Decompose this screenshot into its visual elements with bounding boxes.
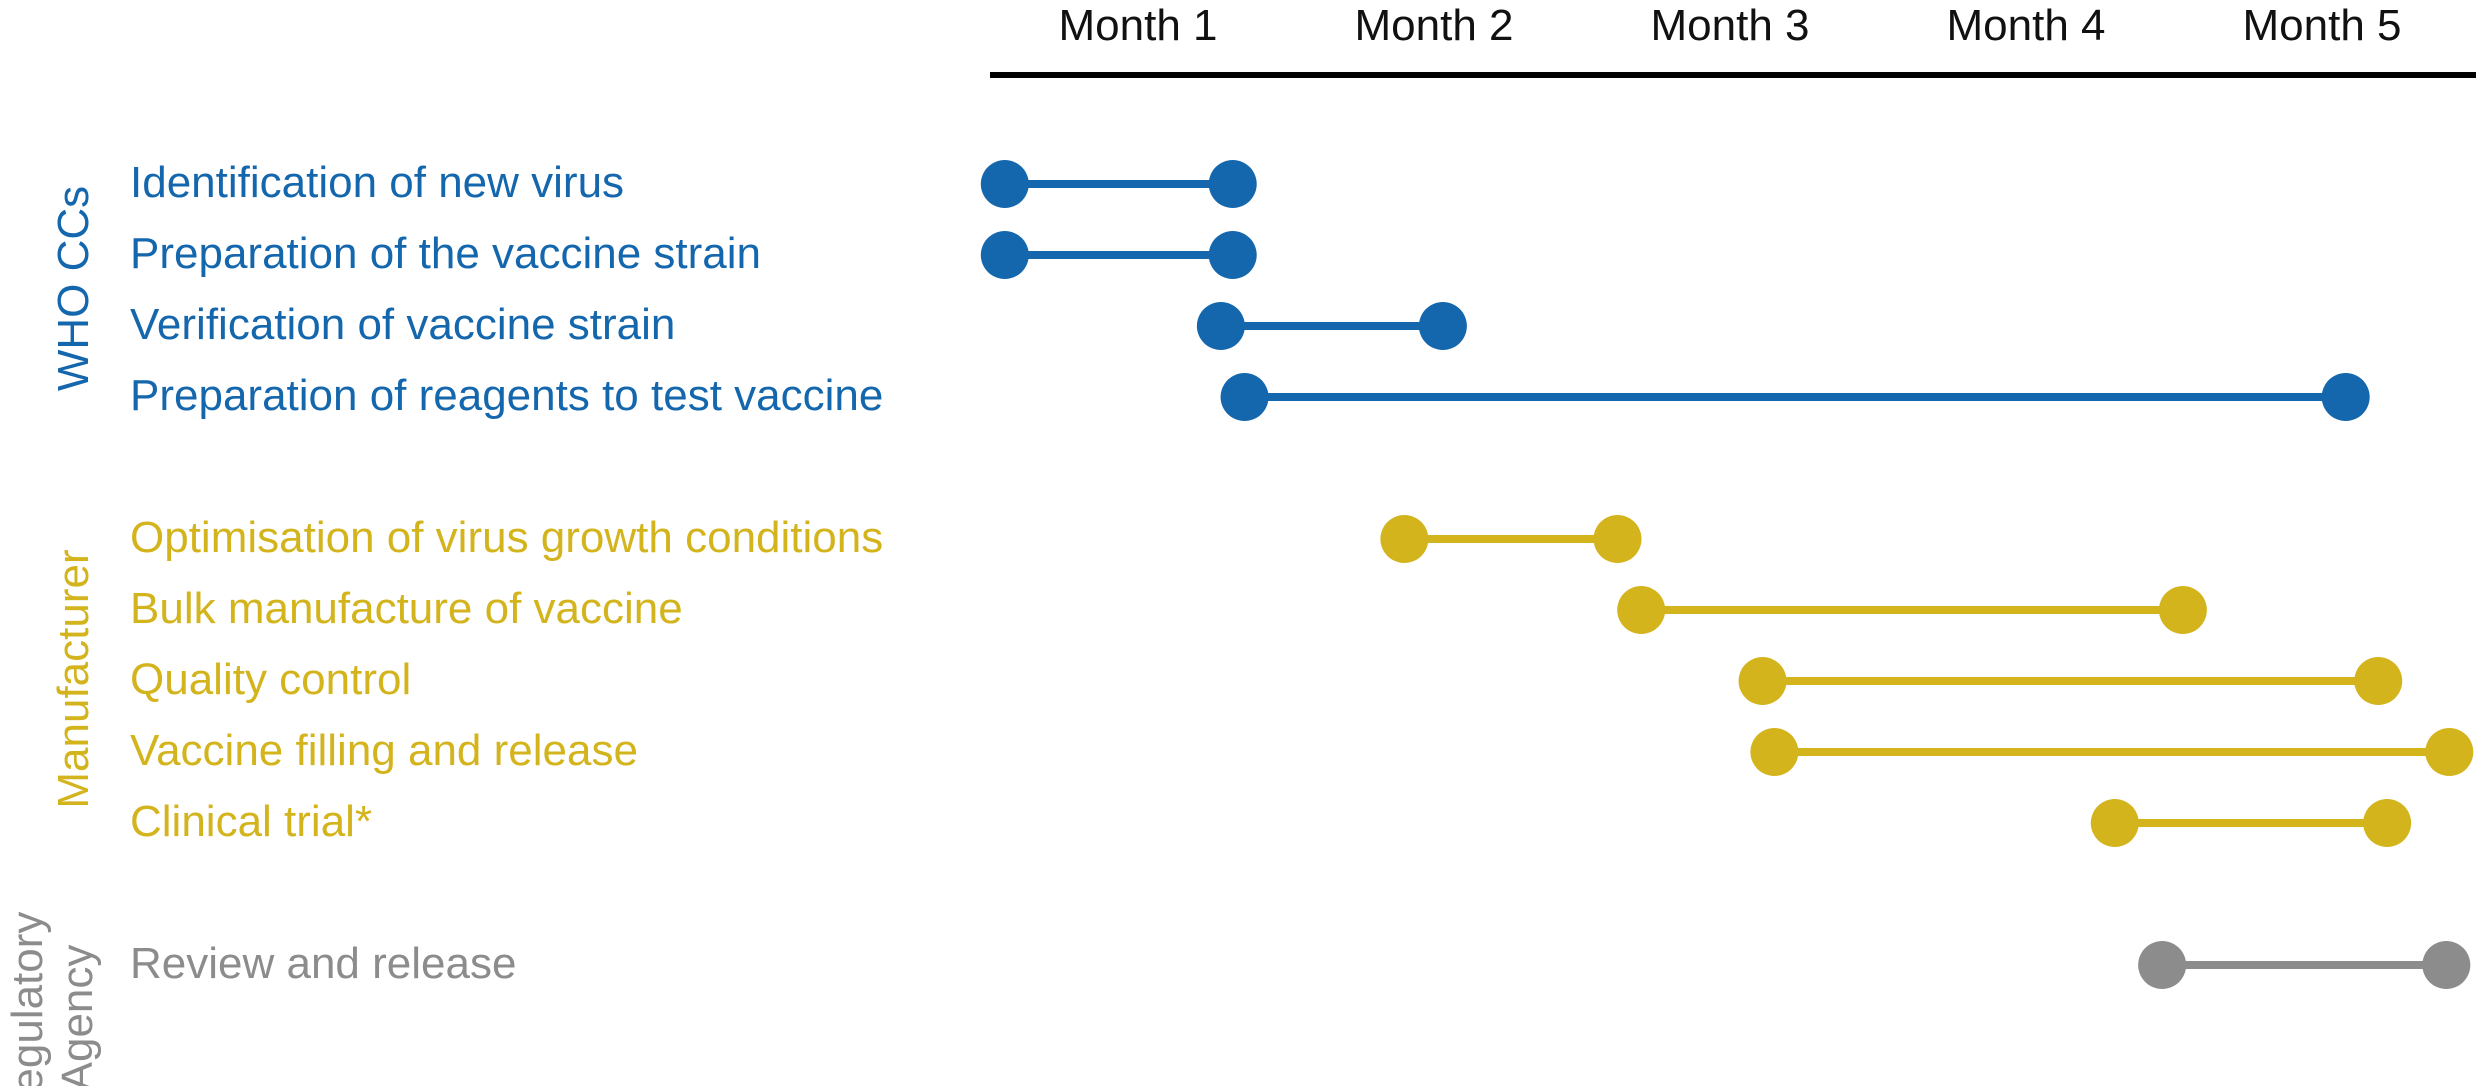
task-end-dot: [1208, 160, 1257, 208]
task-end-dot: [2425, 728, 2474, 776]
month-label: Month 5: [2243, 1, 2402, 50]
task-end-dot: [2321, 373, 2370, 421]
task-start-dot: [980, 231, 1029, 279]
group-label: Manufacturer: [49, 549, 98, 808]
task-start-dot: [1380, 515, 1429, 563]
group-label: RegulatoryAgency: [3, 912, 102, 1086]
task-label: Optimisation of virus growth conditions: [130, 513, 883, 562]
task-end-dot: [2422, 941, 2471, 989]
month-label: Month 4: [1947, 1, 2106, 50]
task-start-dot: [980, 160, 1029, 208]
task-label: Verification of vaccine strain: [130, 300, 675, 349]
month-label: Month 1: [1059, 1, 1218, 50]
task-end-dot: [1593, 515, 1642, 563]
task-start-dot: [1617, 586, 1666, 634]
task-start-dot: [1738, 657, 1787, 705]
task-end-dot: [2158, 586, 2207, 634]
task-start-dot: [1750, 728, 1799, 776]
timeline-axis: Month 1 Month 2 Month 3 Month 4 Month 5: [990, 1, 2476, 78]
task-label: Clinical trial*: [130, 797, 372, 846]
task-start-dot: [1196, 302, 1245, 350]
task-start-dot: [2090, 799, 2139, 847]
task-label: Quality control: [130, 655, 411, 704]
task-label: Identification of new virus: [130, 158, 624, 207]
task-end-dot: [2354, 657, 2403, 705]
task-end-dot: [1208, 231, 1257, 279]
task-label: Bulk manufacture of vaccine: [130, 584, 683, 633]
task-end-dot: [1418, 302, 1467, 350]
month-label: Month 3: [1651, 1, 1810, 50]
task-start-dot: [1220, 373, 1269, 421]
task-end-dot: [2363, 799, 2412, 847]
task-start-dot: [2138, 941, 2187, 989]
task-label: Review and release: [130, 939, 516, 988]
task-label: Preparation of the vaccine strain: [130, 229, 761, 278]
group-label: WHO CCs: [49, 186, 98, 391]
month-label: Month 2: [1355, 1, 1514, 50]
task-label: Vaccine filling and release: [130, 726, 638, 775]
task-label: Preparation of reagents to test vaccine: [130, 371, 883, 420]
